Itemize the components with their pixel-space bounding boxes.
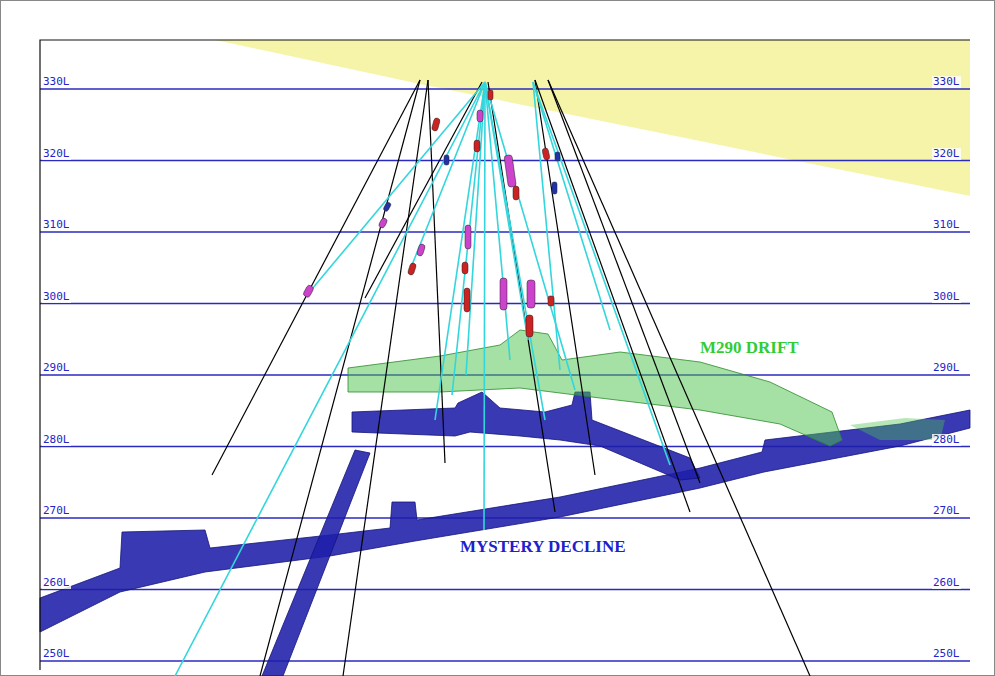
level-label: 250L: [932, 648, 961, 660]
level-label: 320L: [42, 148, 71, 160]
level-label: 270L: [42, 505, 71, 517]
drill-holes-cyan: [175, 82, 670, 676]
level-label: 330L: [932, 76, 961, 88]
level-label: 290L: [932, 362, 961, 374]
drill-holes-black: [212, 80, 810, 676]
assay-markers: [303, 90, 560, 337]
working-name: MYSTERY DECLINE: [458, 538, 628, 557]
frame: [40, 40, 970, 670]
level-label: 280L: [932, 434, 961, 446]
level-label: 250L: [42, 648, 71, 660]
level-label: 320L: [932, 148, 961, 160]
level-lines: [40, 89, 970, 661]
level-label: 260L: [932, 577, 961, 589]
level-label: 260L: [42, 577, 71, 589]
working-name: M290 DRIFT: [698, 339, 801, 358]
level-label: 290L: [42, 362, 71, 374]
drift-solid: [850, 418, 945, 440]
drift-solid: [348, 330, 842, 446]
level-label: 330L: [42, 76, 71, 88]
level-label: 310L: [932, 219, 961, 231]
level-label: 300L: [932, 291, 961, 303]
level-label: 270L: [932, 505, 961, 517]
surface-band: [215, 40, 970, 196]
level-label: 300L: [42, 291, 71, 303]
level-label: 280L: [42, 434, 71, 446]
level-label: 310L: [42, 219, 71, 231]
